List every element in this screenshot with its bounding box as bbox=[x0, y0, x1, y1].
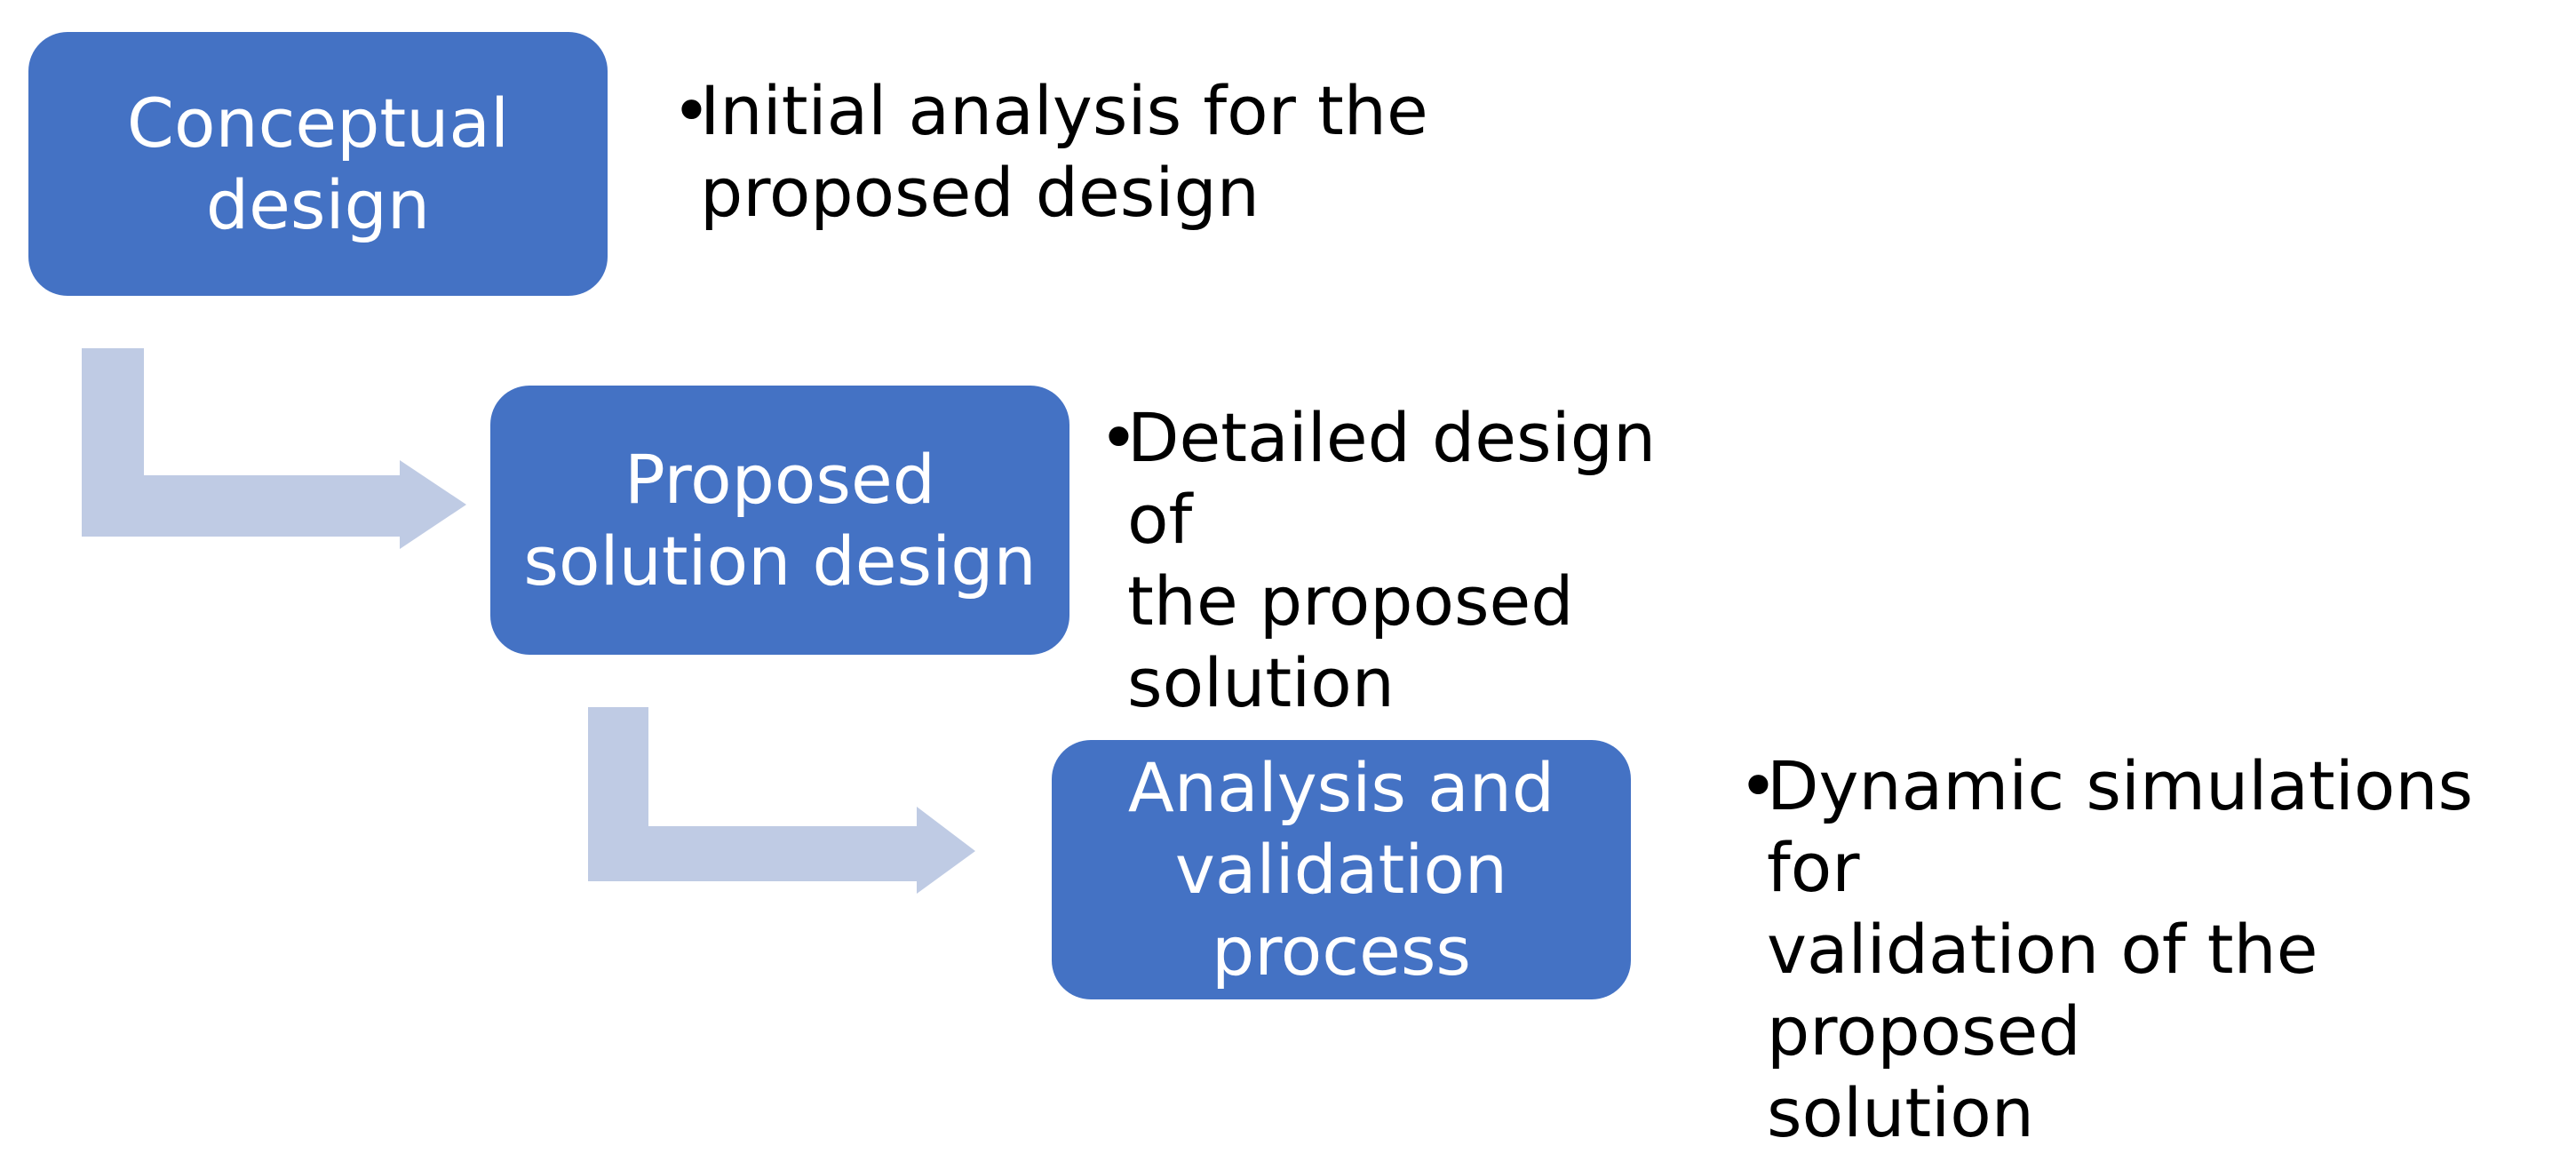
step-box-proposed-solution-design: Proposed solution design bbox=[490, 386, 1069, 655]
step-label: Proposed solution design bbox=[523, 439, 1037, 601]
step-description: • Initial analysis for the proposed desi… bbox=[672, 70, 1471, 234]
bent-arrow-2-to-3 bbox=[588, 707, 975, 894]
bullet: • bbox=[672, 71, 712, 150]
step-description-text: Dynamic simulations for validation of th… bbox=[1767, 746, 2474, 1152]
step-label: Analysis and validation process bbox=[1127, 748, 1555, 991]
step-description: • Dynamic simulations for validation of … bbox=[1738, 745, 2564, 1154]
bullet: • bbox=[1099, 398, 1139, 477]
step-description-text: Initial analysis for the proposed design bbox=[700, 71, 1428, 232]
step-label: Conceptual design bbox=[126, 83, 510, 244]
step-box-conceptual-design: Conceptual design bbox=[28, 32, 608, 296]
step-box-analysis-and-validation: Analysis and validation process bbox=[1052, 740, 1631, 999]
bent-arrow-1-to-2 bbox=[82, 348, 466, 549]
connectors-layer bbox=[82, 348, 975, 894]
step-description: • Detailed design of the proposed soluti… bbox=[1099, 397, 1738, 724]
bullet: • bbox=[1738, 746, 1778, 825]
step-description-text: Detailed design of the proposed solution bbox=[1127, 398, 1657, 722]
process-flow-diagram: Conceptual design • Initial analysis for… bbox=[28, 32, 2473, 1152]
